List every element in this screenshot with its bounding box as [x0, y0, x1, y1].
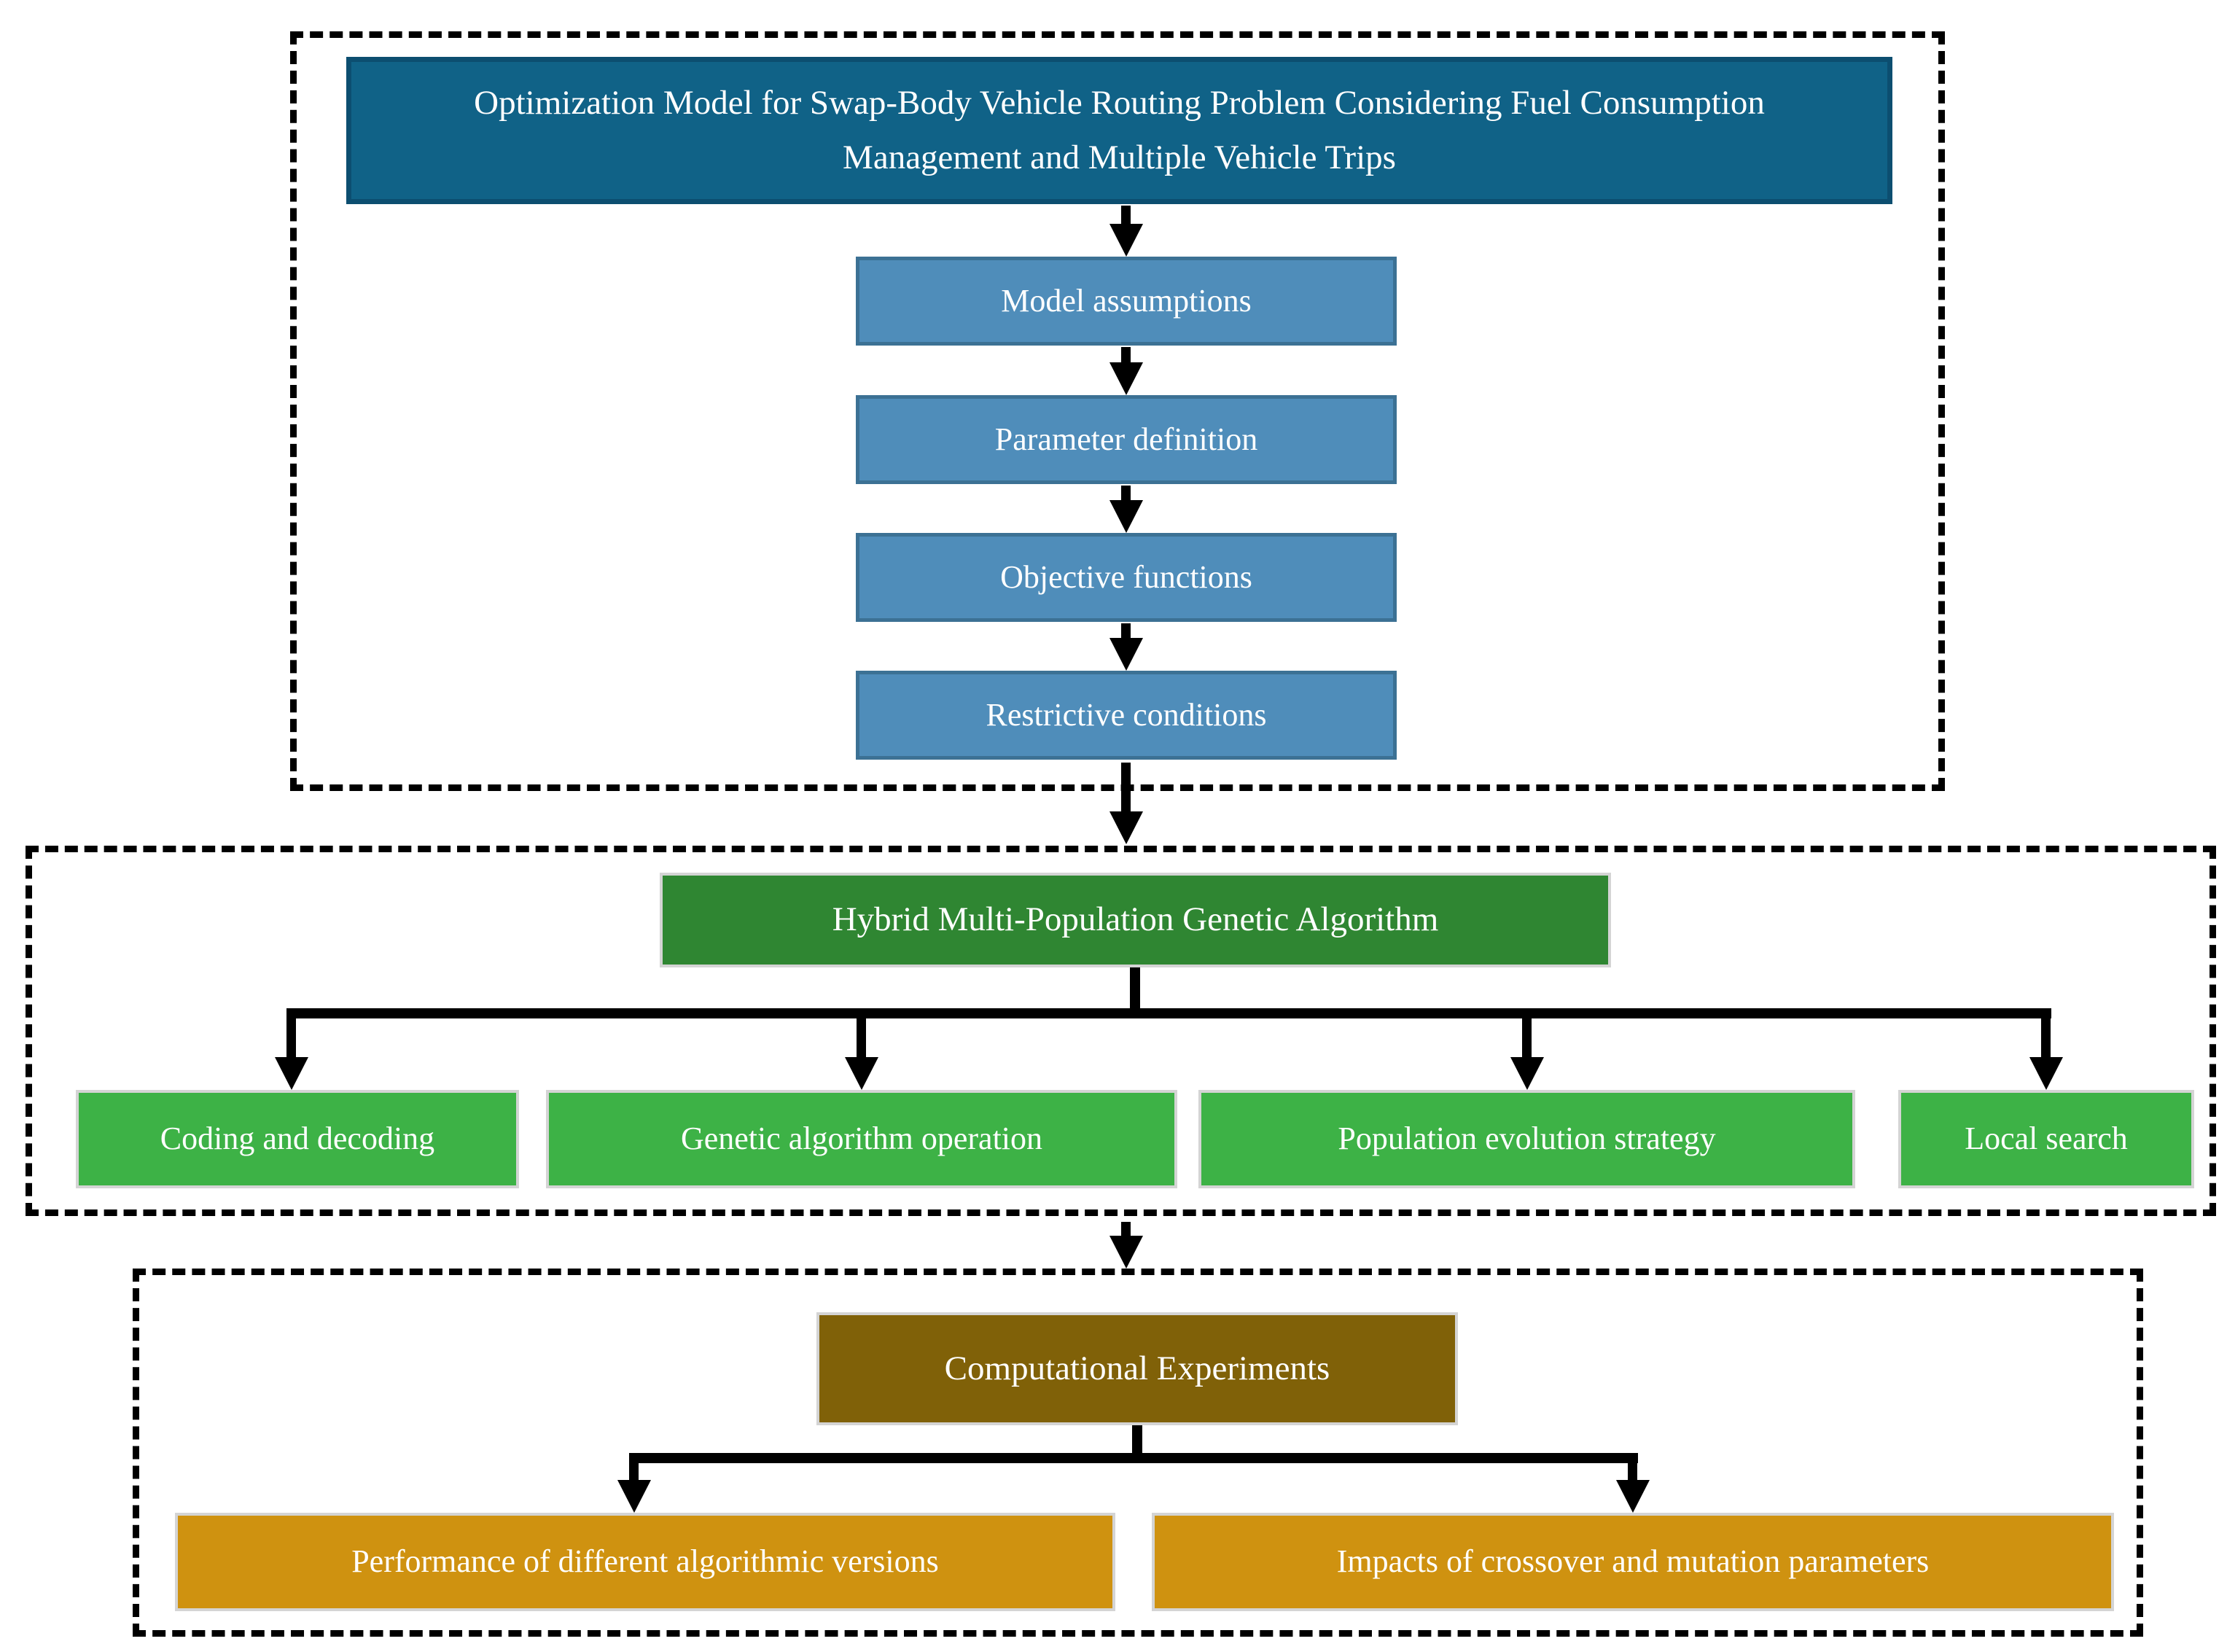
experiments-title-box: Computational Experiments [816, 1312, 1458, 1425]
arrow-head [1109, 362, 1143, 395]
step-box-objective-functions: Objective functions [856, 533, 1397, 622]
arrow-head [845, 1057, 878, 1090]
arrow-shaft [1121, 1222, 1131, 1236]
arrow-shaft [1121, 623, 1131, 639]
algorithm-branch-stub [1130, 967, 1140, 1013]
arrow-head [617, 1480, 651, 1513]
arrow-shaft [857, 1013, 866, 1058]
component-box-ga-operation: Genetic algorithm operation [546, 1090, 1177, 1188]
arrow-title-to-assumptions [1109, 206, 1143, 257]
step-box-model-assumptions: Model assumptions [856, 257, 1397, 346]
arrow-shaft [1522, 1013, 1532, 1058]
arrow-shaft [2041, 1013, 2051, 1058]
experiments-branch-line [629, 1453, 1638, 1463]
arrow-head [2029, 1057, 2063, 1090]
step-box-parameter-definition: Parameter definition [856, 395, 1397, 484]
component-box-coding-decoding: Coding and decoding [76, 1090, 519, 1188]
experiment-box-performance: Performance of different algorithmic ver… [175, 1513, 1115, 1611]
arrow-head [1109, 224, 1143, 257]
arrow-model-to-algorithm [1109, 763, 1143, 844]
arrow-assumptions-to-parameter [1109, 347, 1143, 395]
arrow-branch-to-local-search [2029, 1013, 2063, 1090]
arrow-head [1109, 638, 1143, 671]
arrow-shaft [1121, 486, 1131, 501]
component-box-population-evolution: Population evolution strategy [1198, 1090, 1855, 1188]
algorithm-title-box: Hybrid Multi-Population Genetic Algorith… [660, 873, 1611, 967]
arrow-branch-to-coding [275, 1013, 308, 1090]
model-title-box: Optimization Model for Swap-Body Vehicle… [346, 57, 1892, 204]
arrow-head [1109, 500, 1143, 533]
arrow-head [1510, 1057, 1544, 1090]
experiments-section-frame [133, 1269, 2143, 1637]
arrow-head [1616, 1480, 1650, 1513]
component-box-local-search: Local search [1898, 1090, 2194, 1188]
arrow-shaft [1121, 763, 1131, 812]
arrow-shaft [1628, 1458, 1637, 1481]
arrow-head [1109, 811, 1143, 844]
arrow-branch-to-population-evolution [1510, 1013, 1544, 1090]
algorithm-section-frame [26, 846, 2216, 1216]
arrow-branch-to-impacts [1616, 1458, 1650, 1513]
arrow-head [275, 1057, 308, 1090]
arrow-algorithm-to-experiments [1109, 1222, 1143, 1269]
experiment-box-crossover-mutation: Impacts of crossover and mutation parame… [1152, 1513, 2114, 1611]
arrow-shaft [629, 1458, 639, 1481]
arrow-head [1109, 1236, 1143, 1269]
arrow-shaft [1121, 347, 1131, 363]
model-section-frame [290, 31, 1945, 791]
algorithm-branch-line [286, 1008, 2051, 1018]
step-box-restrictive-conditions: Restrictive conditions [856, 671, 1397, 760]
arrow-branch-to-ga-operation [845, 1013, 878, 1090]
arrow-objective-to-restrictive [1109, 623, 1143, 671]
arrow-shaft [1121, 206, 1131, 225]
arrow-shaft [286, 1013, 296, 1058]
arrow-branch-to-performance [617, 1458, 651, 1513]
arrow-parameter-to-objective [1109, 486, 1143, 533]
